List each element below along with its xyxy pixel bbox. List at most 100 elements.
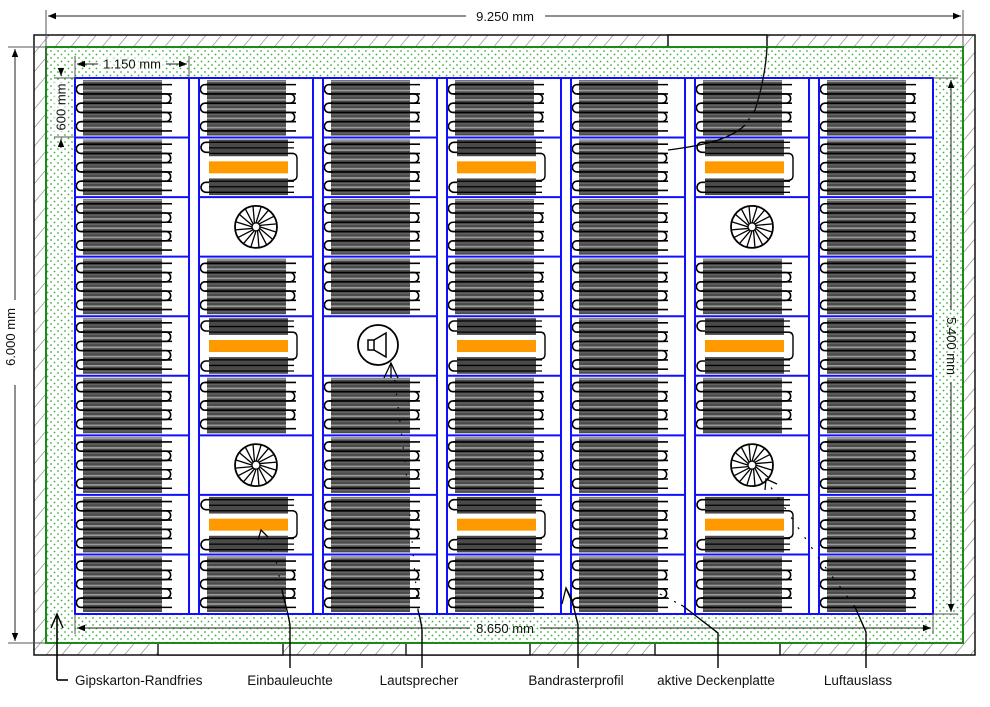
panel-height-label: 600 mm: [54, 84, 69, 131]
dimension-overall-width: 9.250 mm: [45, 9, 964, 78]
overall-height-label: 6.000 mm: [3, 308, 18, 366]
dimension-panel-height: 600 mm: [54, 68, 75, 148]
aktive-deckenplatte: [75, 78, 189, 138]
grid-column: [323, 78, 437, 614]
bandrasterprofil: [312, 77, 324, 615]
bandrasterprofil: [560, 77, 572, 615]
grid-column: [75, 78, 189, 614]
aktive-deckenplatte: [571, 137, 685, 198]
einbauleuchte-cell: [695, 494, 809, 555]
grid-column: [447, 78, 561, 614]
einbauleuchte-cell: [199, 494, 313, 555]
luftauslass-cell: [695, 197, 809, 257]
panel-width-label: 1.150 mm: [103, 57, 161, 72]
luftauslass-cell: [695, 435, 809, 495]
aktive-deckenplatte: [571, 554, 685, 614]
aktive-deckenplatte: [75, 256, 189, 317]
recessed-light-icon: [705, 518, 784, 531]
aktive-deckenplatte: [571, 316, 685, 376]
aktive-deckenplatte: [571, 435, 685, 495]
einbauleuchte-cell: [447, 137, 561, 198]
air-outlet-icon: [234, 443, 278, 488]
aktive-deckenplatte: [819, 554, 933, 614]
einbauleuchte-cell: [447, 316, 561, 376]
luftauslass-cell: [199, 435, 313, 495]
aktive-deckenplatte: [75, 554, 189, 614]
bandrasterprofil: [808, 77, 820, 615]
aktive-deckenplatte: [323, 137, 437, 198]
air-outlet-icon: [730, 443, 774, 488]
leader-luftauslass: [854, 606, 867, 668]
aktive-deckenplatte: [323, 494, 437, 555]
recessed-light-icon: [209, 161, 288, 174]
dimension-grid-height: 5.400 mm: [933, 77, 959, 615]
grid-frame: [74, 77, 934, 615]
aktive-deckenplatte: [447, 554, 561, 614]
aktive-deckenplatte: [75, 375, 189, 436]
einbauleuchte-cell: [695, 137, 809, 198]
aktive-deckenplatte: [323, 78, 437, 138]
aktive-deckenplatte: [323, 256, 437, 317]
aktive-deckenplatte: [75, 197, 189, 257]
aktive-deckenplatte: [819, 137, 933, 198]
aktive-deckenplatte: [571, 494, 685, 555]
air-outlet-icon: [234, 204, 278, 249]
recessed-light-icon: [457, 518, 536, 531]
legend-lautsprecher: Lautsprecher: [380, 673, 459, 688]
bandrasterprofil: [188, 77, 200, 615]
aktive-deckenplatte: [819, 256, 933, 317]
aktive-deckenplatte: [571, 78, 685, 138]
aktive-deckenplatte: [571, 375, 685, 436]
dimension-panel-width: 1.150 mm: [74, 56, 190, 78]
legend: Gipskarton-Randfries Einbauleuchte Lauts…: [75, 673, 892, 688]
aktive-deckenplatte: [695, 256, 809, 317]
bandrasterprofil: [684, 77, 696, 615]
door-swing-arc: [754, 46, 768, 111]
door-opening: [667, 34, 768, 48]
aktive-deckenplatte: [447, 197, 561, 257]
aktive-deckenplatte: [199, 375, 313, 436]
grid-column: [695, 78, 809, 614]
aktive-deckenplatte: [819, 375, 933, 436]
legend-luftauslass: Luftauslass: [824, 673, 893, 688]
bandraster-profiles: [74, 77, 934, 615]
speaker-icon: [357, 324, 399, 366]
aktive-deckenplatte: [447, 256, 561, 317]
air-outlet-icon: [730, 204, 774, 249]
luftauslass-cell: [199, 197, 313, 257]
aktive-deckenplatte: [571, 197, 685, 257]
aktive-deckenplatte: [695, 375, 809, 436]
aktive-deckenplatte: [447, 78, 561, 138]
aktive-deckenplatte: [199, 256, 313, 317]
aktive-deckenplatte: [323, 435, 437, 495]
aktive-deckenplatte: [323, 554, 437, 614]
window-opening: [157, 642, 284, 656]
ceiling-grid: [75, 78, 933, 614]
leader-aktive-deckenplatte: [682, 605, 719, 668]
leader-lines: [50, 109, 867, 681]
einbauleuchte-cell: [447, 494, 561, 555]
dimension-overall-height: 6.000 mm: [3, 46, 46, 644]
einbauleuchte-cell: [199, 137, 313, 198]
einbauleuchte-cell: [199, 316, 313, 376]
aktive-deckenplatte: [199, 554, 313, 614]
window-openings: [157, 642, 781, 656]
leader-lautsprecher: [417, 609, 423, 668]
grid-height-label: 5.400 mm: [944, 317, 959, 375]
grid-column: [819, 78, 933, 614]
recessed-light-icon: [705, 161, 784, 174]
aktive-deckenplatte: [75, 316, 189, 376]
grid-width-label: 8.650 mm: [476, 621, 534, 636]
legend-aktive-deckenplatte: aktive Deckenplatte: [657, 673, 775, 688]
lautsprecher-cell: [323, 316, 437, 376]
leader-einbauleuchte: [281, 589, 291, 668]
aktive-deckenplatte: [819, 316, 933, 376]
dimension-grid-width: 8.650 mm: [74, 614, 934, 636]
aktive-deckenplatte: [819, 494, 933, 555]
aktive-deckenplatte: [447, 375, 561, 436]
aktive-deckenplatte: [323, 197, 437, 257]
aktive-deckenplatte: [819, 78, 933, 138]
aktive-deckenplatte: [199, 78, 313, 138]
overall-width-label: 9.250 mm: [476, 9, 534, 24]
